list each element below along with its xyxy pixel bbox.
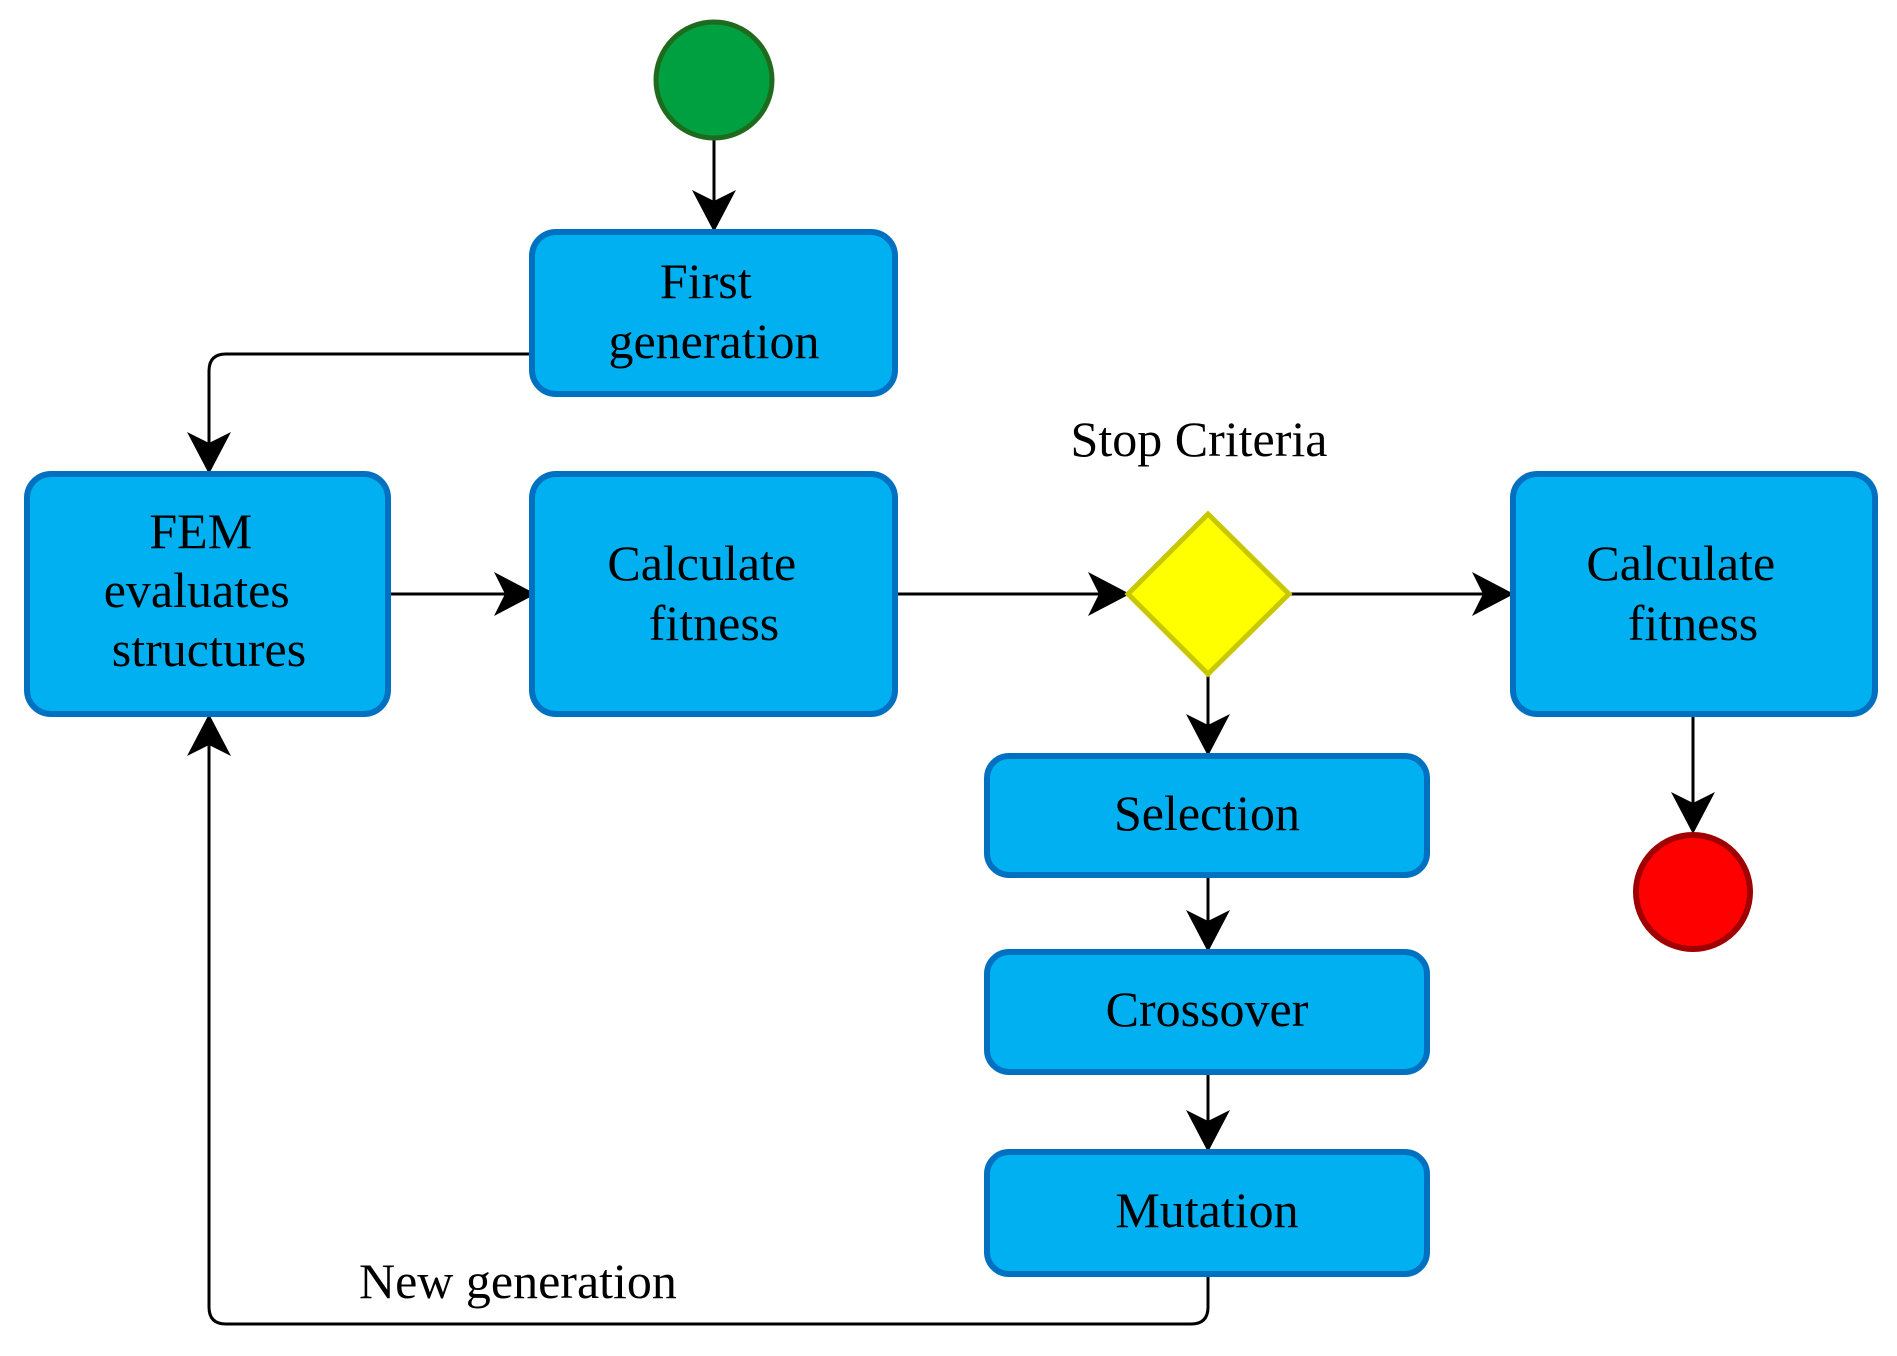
new-generation-label: New generation (359, 1253, 677, 1309)
calculate-fitness-line2: fitness (649, 595, 780, 651)
fem-evaluates-structures-node: FEM evaluates structures (24, 471, 391, 717)
arrowheads (187, 190, 1715, 1152)
selection-label: Selection (1114, 785, 1300, 841)
arrowhead-selection (1186, 714, 1230, 756)
mutation-box (984, 1149, 1430, 1277)
selection-node: Selection (984, 753, 1430, 878)
arrowhead-crossover (1186, 910, 1230, 952)
arrowhead-fem-top (187, 432, 231, 474)
svg-text:Calculate fitness: Calculate fitness (1586, 535, 1787, 651)
crossover-box (984, 949, 1430, 1075)
calculate-fitness-box (529, 471, 898, 717)
edge-mutation-to-fem-new-generation (207, 718, 1210, 1326)
mutation-label: Mutation (1115, 1182, 1298, 1238)
calculate-fitness-final-line2: fitness (1628, 595, 1759, 651)
fem-line1: FEM (149, 503, 252, 559)
selection-box (984, 753, 1430, 878)
end-node (1633, 832, 1753, 952)
start-node (653, 19, 775, 141)
stop-criteria-diamond (1124, 510, 1293, 678)
arrowhead-mutation (1186, 1110, 1230, 1152)
arrowhead-fem-bottom (187, 714, 231, 756)
arrowhead-first-generation (692, 190, 736, 232)
svg-text:Calculate fitness: Calculate fitness (607, 535, 808, 651)
mutation-node: Mutation (984, 1149, 1430, 1277)
first-generation-line1: First (660, 253, 752, 309)
calculate-fitness-node: Calculate fitness (529, 471, 898, 717)
calculate-fitness-final-node: Calculate fitness (1510, 471, 1878, 717)
crossover-node: Crossover (984, 949, 1430, 1075)
arrowhead-end (1671, 792, 1715, 834)
crossover-label: Crossover (1106, 981, 1309, 1037)
first-generation-node: First generation (529, 229, 898, 397)
fem-line3: structures (112, 621, 306, 677)
edge-first-generation-to-fem (207, 352, 532, 470)
calculate-fitness-final-line1: Calculate (1586, 535, 1775, 591)
arrowhead-calc-fitness (494, 572, 536, 616)
arrowhead-calc-fitness-final (1472, 572, 1514, 616)
fem-line2: evaluates (104, 562, 290, 618)
first-generation-box (529, 229, 898, 397)
stop-criteria-node: Stop Criteria (1071, 411, 1328, 678)
arrowhead-stop-criteria (1088, 572, 1130, 616)
calculate-fitness-line1: Calculate (607, 535, 796, 591)
stop-criteria-label: Stop Criteria (1071, 411, 1328, 467)
calculate-fitness-final-box (1510, 471, 1878, 717)
svg-text:First generation: First generation (608, 253, 819, 369)
svg-text:FEM evaluates stru: FEM evaluates structures (104, 503, 306, 677)
fem-box (24, 471, 391, 717)
edges (207, 140, 1695, 1326)
first-generation-line2: generation (608, 313, 819, 369)
